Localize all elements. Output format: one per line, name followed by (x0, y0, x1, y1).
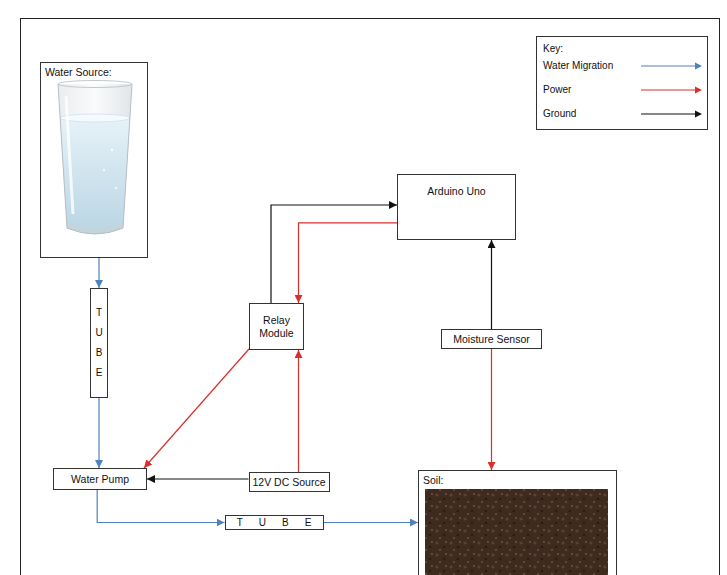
panel-border (21, 19, 720, 575)
legend-title: Key: (543, 43, 563, 54)
legend-entry: Power (537, 83, 707, 97)
box-label: 12V DC Source (253, 476, 326, 489)
connector (298, 350, 299, 472)
connector (491, 240, 492, 329)
power-source-box: 12V DC Source (249, 472, 330, 492)
connector (98, 258, 99, 288)
box-label: Water Pump (71, 473, 129, 486)
controller-box: Arduino Uno (397, 174, 516, 240)
source-box: Water Source: (40, 62, 148, 258)
legend-text: Water Migration (543, 59, 613, 73)
relay-box: Relay Module (249, 303, 304, 350)
connector (299, 223, 398, 303)
connector (147, 478, 249, 479)
box-label: TUBE (221, 516, 328, 529)
connector (97, 490, 224, 523)
sensor-box: Moisture Sensor (441, 329, 542, 349)
legend-text: Power (543, 83, 571, 97)
connector (98, 398, 99, 468)
legend-entry: Water Migration (537, 59, 707, 73)
soil-picture (425, 489, 608, 575)
water-glass (58, 81, 132, 235)
tube-box: TUBE (225, 515, 324, 530)
box-label: TUBE (94, 303, 104, 383)
legend-box: Key: Water MigrationPowerGround (536, 36, 708, 130)
box-heading: Water Source: (45, 66, 143, 79)
connector (144, 349, 249, 468)
tube-box: TUBE (90, 288, 108, 398)
box-label: Relay Module (250, 314, 303, 339)
connector (491, 349, 492, 470)
connector (324, 522, 419, 523)
pump-box: Water Pump (53, 468, 147, 490)
box-heading: Soil: (423, 474, 612, 487)
box-label: Moisture Sensor (453, 333, 529, 346)
legend-entry: Ground (537, 107, 707, 121)
legend-text: Ground (543, 107, 576, 121)
box-label: Arduino Uno (427, 185, 485, 198)
connector (271, 205, 397, 303)
soil-box: Soil: (418, 470, 617, 575)
